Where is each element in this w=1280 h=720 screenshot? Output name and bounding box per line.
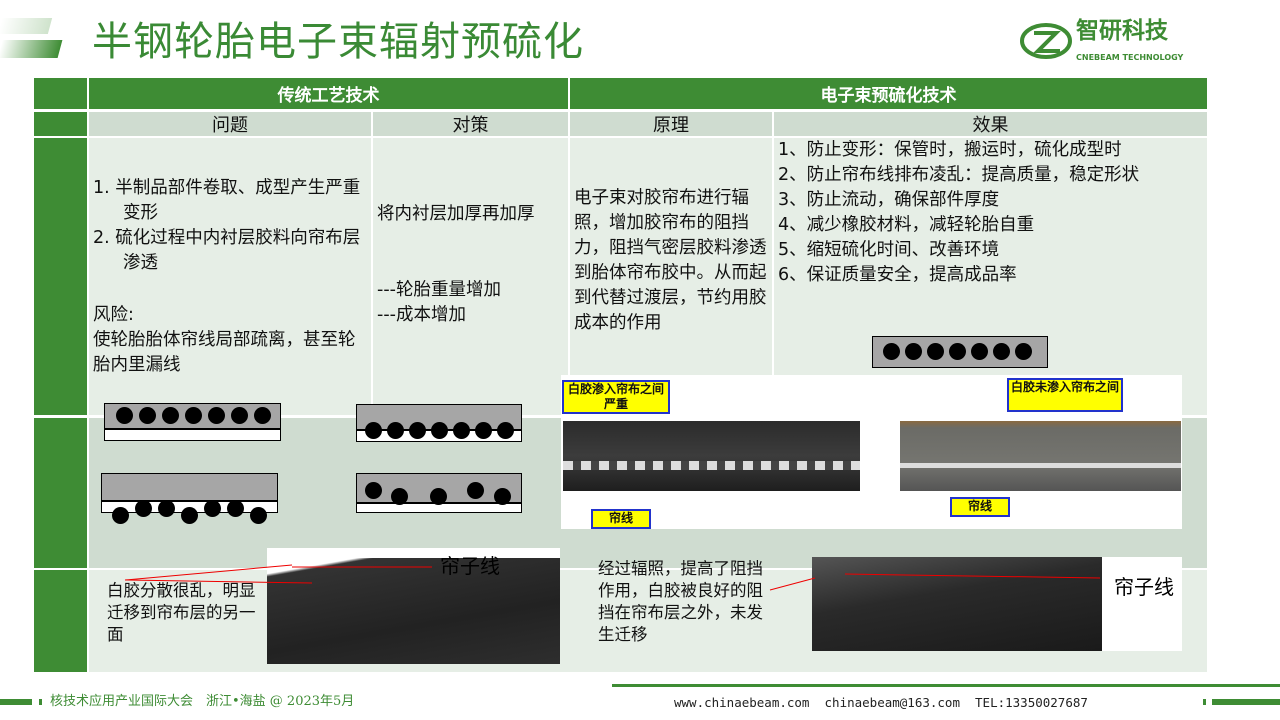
cross-section-image: 白胶渗入帘布之间严重 白胶未渗入帘布之间 帘线 帘线 [561,375,1182,529]
col-header-measure: 对策 [373,112,568,136]
risk-text: 使轮胎胎体帘线局部疏离，甚至轮胎内里漏线 [93,330,356,375]
row-label-cell [34,418,87,568]
problem-1: 1. 半制品部件卷取、成型产生严重变形 [93,178,361,223]
row-label-cell [34,138,87,415]
risk-label: 风险: [93,305,134,325]
problem-cell: 1. 半制品部件卷取、成型产生严重变形 2. 硫化过程中内衬层胶料向帘布层渗透 … [89,138,371,415]
callout-left: 白胶渗入帘布之间严重 [562,380,670,414]
effect-item: 6、保证质量安全，提高成品率 [778,265,1017,285]
effect-item: 2、防止帘布线排布凌乱：提高质量，稳定形状 [778,165,1140,185]
tire-photo-ebeam: 帘子线 [812,557,1182,651]
principle-text: 电子束对胶帘布进行辐照，增加胶帘布的阻挡力，阻挡气密层胶料渗透到胎体帘布胶中。从… [574,188,767,333]
measure-cell: 将内衬层加厚再加厚 ---轮胎重量增加 ---成本增加 [373,138,568,415]
callout-right: 白胶未渗入帘布之间 [1007,378,1123,412]
measure-text: 将内衬层加厚再加厚 [377,204,535,224]
effect-list: 1、防止变形：保管时，搬运时，硫化成型时 2、防止帘布线排布凌乱：提高质量，稳定… [778,138,1208,288]
col-header-problem: 问题 [89,112,371,136]
effect-item: 1、防止变形：保管时，搬运时，硫化成型时 [778,140,1122,160]
footer-line [612,684,1280,687]
footer-bar-small [39,699,42,705]
measure-effect-2: ---成本增加 [377,305,466,325]
effect-item: 3、防止流动，确保部件厚度 [778,190,1000,210]
logo-mark-icon [1020,23,1072,59]
tire-photo-traditional: 帘子线 [267,548,560,664]
effect-item: 4、减少橡胶材料，减轻轮胎自重 [778,215,1035,235]
footer-contact: www.chinaebeam.com chinaebeam@163.com TE… [674,695,1088,710]
cord-wire-label-right: 帘子线 [1114,575,1174,599]
col-header-effect: 效果 [774,112,1207,136]
problem-2: 2. 硫化过程中内衬层胶料向帘布层渗透 [93,228,361,273]
logo-text: 智研科技 [1076,18,1168,44]
traditional-note: 白胶分散很乱，明显迁移到帘布层的另一面 [107,581,256,644]
page-title: 半钢轮胎电子束辐射预硫化 [92,19,584,65]
row-label-cell [34,112,87,136]
logo: 智研科技 CNEBEAM TECHNOLOGY [1020,18,1200,64]
effect-cell: 1、防止变形：保管时，搬运时，硫化成型时 2、防止帘布线排布凌乱：提高质量，稳定… [774,138,1207,415]
col-header-principle: 原理 [570,112,772,136]
title-decoration [0,18,80,58]
corner-cell [34,78,87,109]
cord-diagram-ebeam [872,336,1048,368]
logo-subtext: CNEBEAM TECHNOLOGY [1076,53,1184,62]
cord-wire-label-left: 帘子线 [440,554,500,578]
cord-label-left: 帘线 [591,509,651,529]
ebeam-note: 经过辐照，提高了阻挡作用，白胶被良好的阻挡在帘布层之外，未发生迁移 [598,559,763,644]
footer-bar-right [1212,699,1280,705]
footer-bar-small [1203,699,1206,705]
footer-bar-left [0,699,32,705]
group-header-ebeam: 电子束预硫化技术 [570,78,1207,109]
measure-effect-1: ---轮胎重量增加 [377,280,501,300]
row-label-cell [34,570,87,672]
effect-item: 5、缩短硫化时间、改善环境 [778,240,1000,260]
footer-conference: 核技术应用产业国际大会 浙江•海盐 @ 2023年5月 [50,694,355,709]
cord-label-right: 帘线 [950,497,1010,517]
group-header-traditional: 传统工艺技术 [89,78,568,109]
principle-cell: 电子束对胶帘布进行辐照，增加胶帘布的阻挡力，阻挡气密层胶料渗透到胎体帘布胶中。从… [570,138,772,415]
